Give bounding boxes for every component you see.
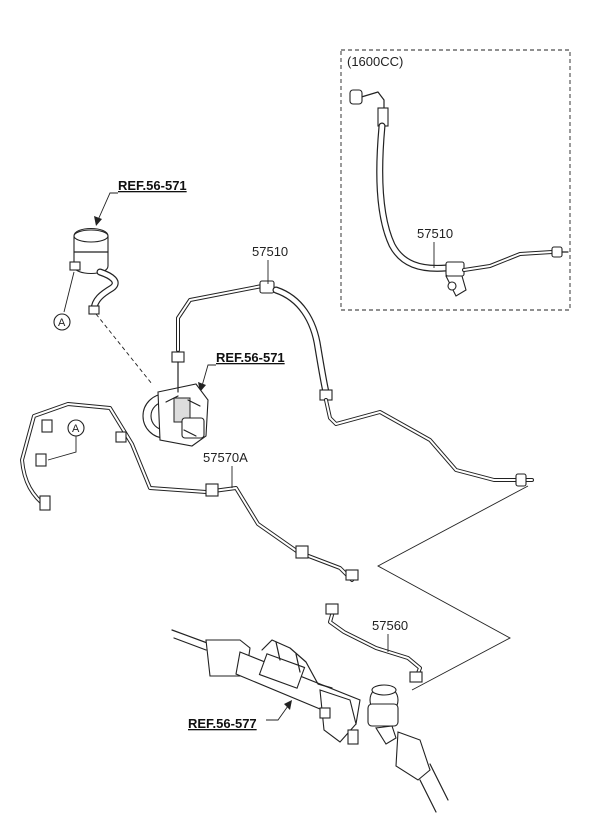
steering-gear-box bbox=[171, 629, 449, 813]
ref-gear-leader bbox=[266, 705, 289, 721]
inset-hose-57510 bbox=[349, 89, 569, 297]
ref-gear-arrow bbox=[284, 700, 292, 710]
pressure-tube-57570a bbox=[20, 402, 359, 582]
reservoir-to-pump-dashline bbox=[95, 313, 153, 385]
marker-a-bottom: A bbox=[47, 419, 85, 461]
ref-reservoir-leader bbox=[97, 192, 118, 221]
svg-text:A: A bbox=[72, 423, 80, 435]
ref-gear-label: REF.56-577 bbox=[188, 716, 257, 731]
inset-label-57510: 57510 bbox=[417, 226, 453, 241]
label-57560: 57560 bbox=[372, 618, 408, 633]
label-57570a: 57570A bbox=[203, 450, 248, 465]
variant-label: (1600CC) bbox=[347, 54, 403, 69]
ref-pump-leader bbox=[201, 364, 216, 387]
power-steering-pump: REF.56-571 bbox=[142, 350, 285, 447]
ref-pump-label: REF.56-571 bbox=[216, 350, 285, 365]
marker-a-top: A bbox=[53, 313, 71, 331]
ref-reservoir-label: REF.56-571 bbox=[118, 178, 187, 193]
inset-frame bbox=[340, 49, 571, 311]
ref-reservoir-arrow bbox=[94, 216, 102, 226]
pressure-hose-57510 bbox=[176, 280, 534, 487]
svg-text:A: A bbox=[58, 317, 66, 329]
connection-lines bbox=[377, 485, 529, 691]
reservoir-assembly: REF.56-571 bbox=[63, 178, 187, 385]
return-tube-57560 bbox=[325, 603, 423, 683]
inset-1600cc: (1600CC) 57510 bbox=[340, 49, 571, 311]
label-57510: 57510 bbox=[252, 244, 288, 259]
